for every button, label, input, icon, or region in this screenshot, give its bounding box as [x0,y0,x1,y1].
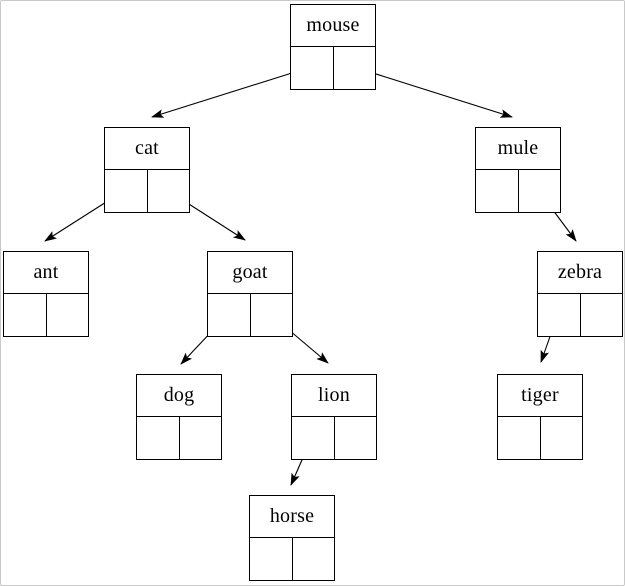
pointer-cells [291,47,375,90]
left-pointer-cell [538,294,581,337]
node-label: dog [137,375,221,417]
node-label: mouse [291,5,375,47]
left-pointer-cell [4,294,47,337]
right-pointer-cell [251,294,293,337]
tree-node-mule: mule [475,127,561,213]
node-label: zebra [538,252,622,294]
pointer-cells [476,170,560,213]
node-label: mule [476,128,560,170]
left-pointer-cell [292,417,335,460]
left-pointer-cell [105,170,148,213]
pointer-cells [292,417,376,460]
left-pointer-cell [498,417,541,460]
node-label: horse [250,496,334,538]
right-pointer-cell [148,170,190,213]
tree-node-cat: cat [104,127,190,213]
right-pointer-cell [541,417,583,460]
node-label: tiger [498,375,582,417]
edge-mouse-left-to-cat [151,66,312,118]
right-pointer-cell [581,294,623,337]
tree-node-goat: goat [207,251,293,337]
pointer-cells [137,417,221,460]
node-label: lion [292,375,376,417]
edge-mouse-right-to-mule [353,66,513,118]
right-pointer-cell [180,417,222,460]
left-pointer-cell [208,294,251,337]
tree-node-lion: lion [291,374,377,460]
pointer-cells [105,170,189,213]
right-pointer-cell [293,538,335,581]
left-pointer-cell [476,170,519,213]
right-pointer-cell [519,170,561,213]
tree-node-zebra: zebra [537,251,623,337]
left-pointer-cell [250,538,293,581]
pointer-cells [4,294,88,337]
node-label: cat [105,128,189,170]
tree-node-horse: horse [249,495,335,581]
left-pointer-cell [137,417,180,460]
right-pointer-cell [335,417,377,460]
right-pointer-cell [334,47,376,90]
tree-node-tiger: tiger [497,374,583,460]
pointer-cells [538,294,622,337]
node-label: ant [4,252,88,294]
left-pointer-cell [291,47,334,90]
pointer-cells [498,417,582,460]
node-label: goat [208,252,292,294]
pointer-cells [208,294,292,337]
pointer-cells [250,538,334,581]
tree-node-mouse: mouse [290,4,376,90]
tree-node-dog: dog [136,374,222,460]
right-pointer-cell [47,294,89,337]
tree-node-ant: ant [3,251,89,337]
